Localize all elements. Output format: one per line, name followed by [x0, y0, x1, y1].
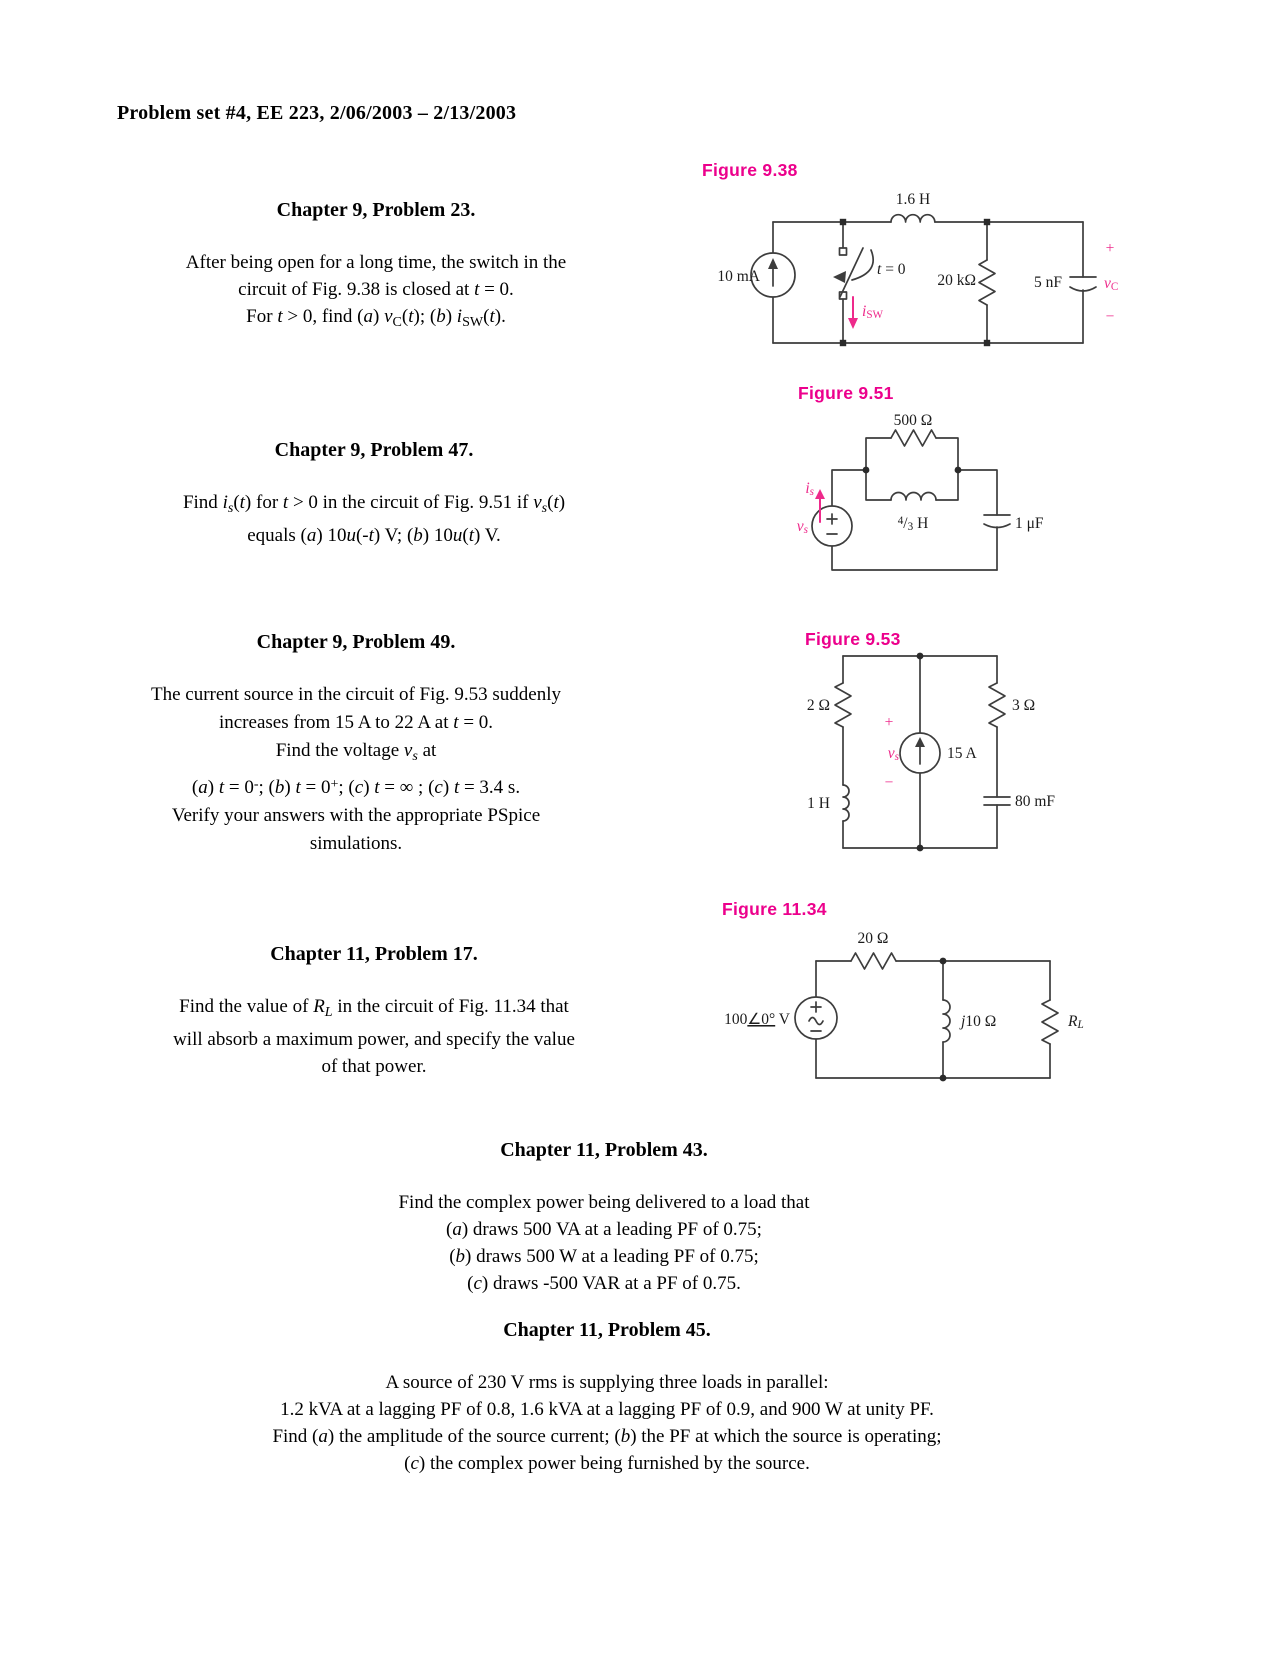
problem-text-line: (c) the complex power being furnished by… — [404, 1453, 810, 1474]
figure-9-51-label: Figure 9.51 — [798, 383, 894, 403]
problem-ch9-47: Chapter 9, Problem 47. Find is(t) for t … — [134, 437, 614, 549]
problem-text-line: Find is(t) for t > 0 in the circuit of F… — [182, 492, 566, 516]
problem-text-line: (a) t = 0-; (b) t = 0+; (c) t = ∞ ; (c) … — [191, 776, 521, 798]
problem-text-line: (c) draws -500 VAR at a PF of 0.75. — [467, 1273, 741, 1294]
problem-text-line: Find the complex power being delivered t… — [398, 1192, 810, 1213]
problem-title: Chapter 9, Problem 49. — [256, 631, 456, 653]
page-title: Problem set #4, EE 223, 2/06/2003 – 2/13… — [117, 102, 517, 124]
switch-current-label: iSW — [862, 303, 884, 321]
problem-text-line: Find (a) the amplitude of the source cur… — [272, 1426, 942, 1447]
capacitor — [983, 796, 1011, 806]
problem-ch11-17: Chapter 11, Problem 17. Find the value o… — [134, 941, 614, 1080]
problem-text-line: increases from 15 A to 22 A at t = 0. — [218, 712, 494, 733]
resistor-left-value-label: 2 Ω — [807, 697, 830, 714]
circuit-wires — [831, 437, 998, 571]
problem-text-line: Find the voltage vs at — [275, 740, 437, 764]
plus-sign: + — [1106, 240, 1115, 257]
capacitor-value-label: 5 nF — [1034, 274, 1062, 291]
resistor-left — [834, 682, 852, 728]
problem-ch9-49: Chapter 9, Problem 49. The current sourc… — [116, 629, 596, 858]
problem-title: Chapter 11, Problem 17. — [270, 943, 478, 965]
figure-9-51-circuit: 500 Ω 4/3 H 1 μF is vs — [797, 412, 1044, 571]
node-dots — [939, 957, 947, 1082]
inductor — [890, 491, 937, 501]
load-resistor — [1041, 999, 1059, 1045]
node-voltage-label: vs — [888, 745, 899, 763]
problem-ch11-45: Chapter 11, Problem 45. A source of 230 … — [107, 1317, 1107, 1477]
capacitor-value-label: 80 mF — [1015, 793, 1055, 810]
node-dots — [916, 652, 924, 852]
problem-text-line: Verify your answers with the appropriate… — [171, 805, 541, 826]
plus-sign: + — [885, 714, 894, 731]
problem-text-line: After being open for a long time, the sw… — [185, 252, 567, 273]
switch-time-label: t = 0 — [877, 261, 906, 278]
figure-9-38-label: Figure 9.38 — [702, 160, 798, 180]
reactance-value-label: j10 Ω — [959, 1013, 996, 1030]
resistor-value-label: 20 kΩ — [937, 272, 976, 289]
inductor-value-label: 4/3 H — [898, 515, 929, 533]
ac-voltage-source — [794, 996, 838, 1040]
problem-title: Chapter 11, Problem 45. — [503, 1319, 711, 1341]
problem-title: Chapter 9, Problem 23. — [276, 199, 476, 221]
problem-ch9-23: Chapter 9, Problem 23. After being open … — [136, 197, 616, 336]
source-current-arrow — [815, 489, 825, 523]
inductor — [942, 999, 951, 1043]
figure-9-38-circuit: 1.6 H 10 mA t = 0 20 kΩ 5 nF iSW + vC − — [717, 191, 1118, 347]
resistor — [850, 952, 897, 970]
source-value-label: 100∠0° V — [724, 1011, 791, 1028]
cap-voltage-label: vC — [1104, 275, 1118, 293]
current-source-value-label: 10 mA — [717, 268, 760, 285]
problem-text-line: 1.2 kVA at a lagging PF of 0.8, 1.6 kVA … — [280, 1399, 934, 1420]
problem-text-line: (b) draws 500 W at a leading PF of 0.75; — [449, 1246, 759, 1267]
switch-current-arrow — [848, 296, 858, 329]
capacitor — [1069, 276, 1097, 292]
resistor — [978, 259, 996, 306]
problem-text-line: The current source in the circuit of Fig… — [151, 684, 561, 705]
inductor-value-label: 1 H — [807, 795, 830, 812]
capacitor-value-label: 1 μF — [1015, 515, 1044, 532]
problem-ch11-43: Chapter 11, Problem 43. Find the complex… — [224, 1137, 984, 1297]
switch — [833, 247, 875, 300]
current-source — [899, 732, 941, 774]
problem-text-line: Find the value of RL in the circuit of F… — [179, 996, 569, 1020]
figure-11-34-circuit: 20 Ω 100∠0° V j10 Ω RL — [724, 930, 1084, 1082]
minus-sign: − — [885, 774, 894, 791]
problem-text-line: For t > 0, find (a) vC(t); (b) iSW(t). — [246, 306, 506, 330]
problem-text-line: (a) draws 500 VA at a leading PF of 0.75… — [446, 1219, 762, 1240]
source-current-label: is — [805, 480, 814, 498]
circuit-wires — [772, 221, 1084, 344]
load-label: RL — [1067, 1013, 1084, 1031]
problem-text-line: circuit of Fig. 9.38 is closed at t = 0. — [238, 279, 514, 300]
problem-text-line: equals (a) 10u(-t) V; (b) 10u(t) V. — [247, 525, 501, 546]
voltage-source — [811, 505, 853, 547]
problem-title: Chapter 11, Problem 43. — [500, 1139, 708, 1161]
figure-11-34-label: Figure 11.34 — [722, 899, 827, 919]
current-source — [750, 252, 796, 298]
resistor-value-label: 500 Ω — [894, 412, 933, 429]
node-dots — [839, 218, 991, 347]
resistor-right-value-label: 3 Ω — [1012, 697, 1035, 714]
problem-text-line: will absorb a maximum power, and specify… — [173, 1029, 575, 1050]
inductor-value-label: 1.6 H — [896, 191, 930, 208]
circuit-wires — [815, 960, 1051, 1079]
node-dots — [862, 466, 962, 474]
capacitor — [983, 514, 1011, 529]
resistor-value-label: 20 Ω — [858, 930, 889, 947]
current-source-value-label: 15 A — [947, 745, 978, 762]
figure-9-53-circuit: 2 Ω 3 Ω 1 H 80 mF 15 A + vs − — [807, 652, 1055, 852]
figure-9-53-label: Figure 9.53 — [805, 629, 901, 649]
problem-text-line: simulations. — [309, 833, 403, 854]
inductor — [842, 784, 850, 822]
resistor — [890, 429, 937, 447]
problem-text-line: of that power. — [321, 1056, 427, 1077]
resistor-right — [988, 682, 1006, 728]
minus-sign: − — [1106, 308, 1115, 325]
source-voltage-label: vs — [797, 518, 808, 536]
inductor — [890, 213, 936, 223]
problem-text-line: A source of 230 V rms is supplying three… — [385, 1372, 829, 1393]
problem-title: Chapter 9, Problem 47. — [274, 439, 474, 461]
